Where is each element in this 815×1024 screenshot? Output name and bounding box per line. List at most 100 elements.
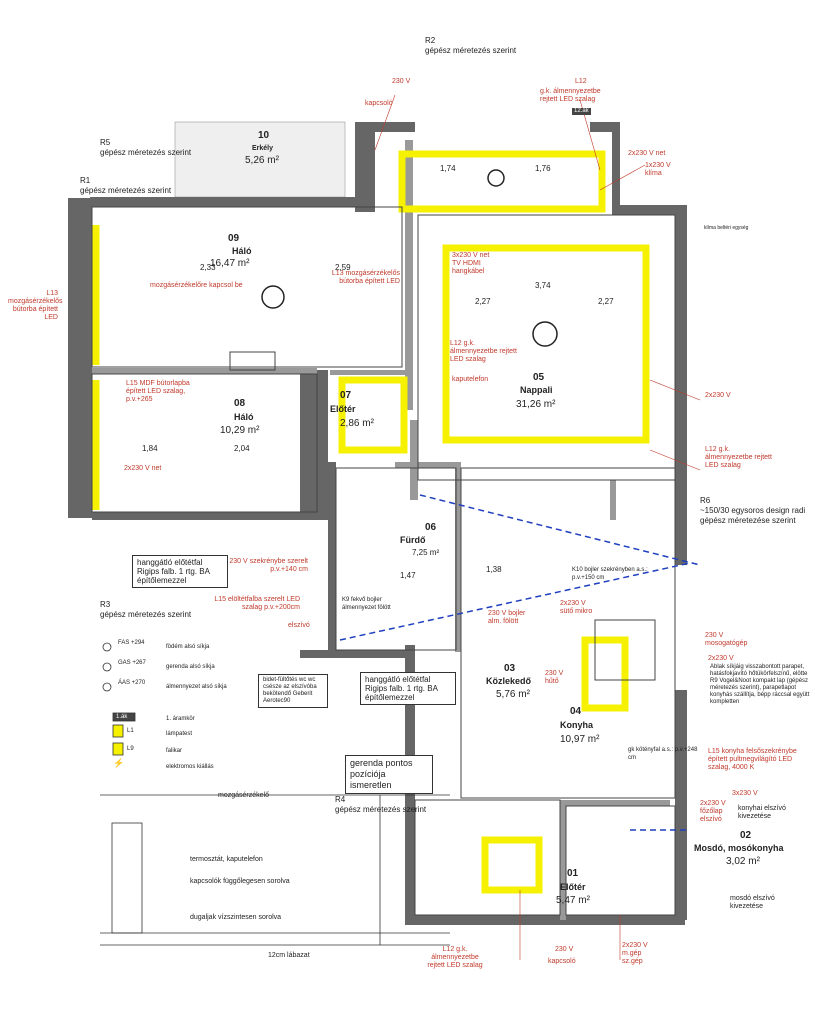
legend-text-5: lámpatest <box>166 731 193 737</box>
dim-label: 2,04 <box>234 444 250 453</box>
vent-lines <box>339 494 701 831</box>
legend-sym-4: 1.ák <box>116 714 128 720</box>
annot-3x230: 3x230 V <box>732 790 758 797</box>
room-number: 06 <box>425 522 437 533</box>
dim-label: 1,76 <box>535 164 551 173</box>
room-name: Erkély <box>252 145 274 152</box>
section-mozgaserzekelo: mozgásérzékelő <box>218 792 269 799</box>
circuit-tag: 12.ák <box>572 108 591 115</box>
interior-partitions <box>92 140 670 920</box>
annot-klima: 1x230 V klíma <box>645 162 671 177</box>
annot-gk-kotenyfal: gk kötényfal a.s.: p.v.+248 cm <box>628 747 698 761</box>
annot-mgep: 2x230 V m.gép sz.gép <box>622 942 648 965</box>
annot-2x230-net: 2x230 V net <box>628 150 666 157</box>
section-dugaljak: dugaljak vízszintesen sorolva <box>190 914 282 921</box>
room-area: 7,25 m² <box>412 548 440 557</box>
room-number: 05 <box>533 372 545 383</box>
room-area: 5,76 m² <box>496 689 530 700</box>
legend-sym-6: L9 <box>127 746 134 752</box>
legend-symbols <box>102 642 136 756</box>
annot-l13-mid: L13 mozgásérzékelős bútorba épített LED <box>331 270 400 285</box>
legend-sym-1: FAS +294 <box>118 640 145 646</box>
dim-label: 1,74 <box>440 164 456 173</box>
balcony-area <box>174 121 346 198</box>
room-name: Nappali <box>520 385 553 395</box>
legend-sym-2: GAS +267 <box>118 660 146 666</box>
room-area: 5,47 m² <box>556 895 590 906</box>
wall-section <box>100 794 450 946</box>
note-gerenda: gerenda pontos pozíciója ismeretlen <box>345 755 433 794</box>
ref-code: R2 <box>425 36 436 45</box>
annot-l12-bottom: L12 g.k. álmennyezetbe rejtett LED szala… <box>427 946 483 969</box>
ref-r3: R3 gépész méretezés szerint <box>100 600 191 620</box>
legend-sym-5: L1 <box>127 728 134 734</box>
annot-ablak: Ablak síkjáig visszabontott parapet, hat… <box>710 664 810 705</box>
ref-r6: R6 ~150/30 egysoros design radi gépész m… <box>700 496 805 526</box>
room-area: 3,02 m² <box>726 856 760 867</box>
legend-text-1: födém alsó síkja <box>166 644 210 650</box>
ref-text: gépész méretezés szerint <box>80 186 172 195</box>
outer-walls <box>68 122 687 925</box>
room-number: 10 <box>258 130 270 141</box>
annot-kapcsolo-bottom: kapcsoló <box>548 958 576 965</box>
ref-text: gépész méretezés szerint <box>425 46 517 55</box>
annot-szekreny-left: 230 V szekrénybe szerelt p.v.+140 cm <box>229 558 308 573</box>
ref-r4: R4 gépész méretezés szerint <box>335 795 426 815</box>
led-strips <box>92 150 650 894</box>
annot-kaputelefon: kaputelefon <box>452 376 489 383</box>
ref-text: gépész méretezés szerint <box>100 148 192 157</box>
room-number: 09 <box>228 233 240 244</box>
room-area: 10,97 m² <box>560 734 600 745</box>
legend-sym-7: ⚡ <box>113 758 125 768</box>
annot-gk-led-top: g.k. álmennyezetbe rejtett LED szalag <box>540 88 601 103</box>
dim-label: 2,27 <box>475 297 491 306</box>
ref-text-2: gépész méretezése szerint <box>700 516 796 525</box>
ref-code: R3 <box>100 600 111 609</box>
note-hangatlo-right: hanggátló előtétfal Rigips falb. 1 rtg. … <box>360 672 456 705</box>
dim-label: 2,27 <box>598 297 614 306</box>
annot-huto: 230 V hűtő <box>545 670 564 685</box>
legend-text-4: 1. áramkör <box>166 716 195 722</box>
room-number: 07 <box>340 390 352 401</box>
annot-k9-bojler: K9 fekvő bojler álmennyezet fölött <box>342 597 391 611</box>
annot-mozgas-kapcsol: mozgásérzékelőre kapcsol be <box>150 282 243 289</box>
room-number: 03 <box>504 663 516 674</box>
light-fixtures <box>261 169 558 347</box>
annot-elszivo: elszívó <box>288 622 310 629</box>
annot-l15-mid: L15 elöltétfalba szerelt LED szalag p.v.… <box>214 596 300 611</box>
annot-l15-konyha: L15 konyha felsőszekrénybe épített pultm… <box>708 748 797 771</box>
ref-r2: R2 gépész méretezés szerint <box>425 36 516 56</box>
annot-l12-right: L12 g.k. álmennyezetbe rejtett LED szala… <box>705 446 772 469</box>
room-name: Háló <box>232 246 252 256</box>
annot-l15-left: L15 MDF bútorlapba épített LED szalag, p… <box>126 380 190 403</box>
legend-text-6: falikar <box>166 748 183 754</box>
room-area: 10,29 m² <box>220 425 260 436</box>
legend-sym-3: ÁAS +270 <box>118 680 146 686</box>
annot-suto: 2x230 V sütő mikro <box>560 600 593 615</box>
ref-text: gépész méretezés szerint <box>335 805 427 814</box>
room-name: Háló <box>234 412 254 422</box>
annot-mosogatogep: 230 V mosogatógép <box>705 632 748 647</box>
room-name: Közlekedő <box>486 676 532 686</box>
annot-l12-mid: L12 g.k. álmennyezetbe rejtett LED szala… <box>450 340 517 363</box>
room-area: 31,26 m² <box>516 399 556 410</box>
room-name: Mosdó, mosókonyha <box>694 843 784 853</box>
annot-mosdo-elszivo: mosdó elszívó kivezetése <box>730 895 775 910</box>
section-termosztat: termosztát, kaputelefon <box>190 856 263 863</box>
dim-label: 3,74 <box>535 281 551 290</box>
annot-fozolap: 2x230 V főzőlap elszívó <box>700 800 726 823</box>
annot-2x230-net-left: 2x230 V net <box>124 465 162 472</box>
annot-230v-top: 230 V <box>392 78 411 85</box>
annot-bojler-felett: 230 V bojler alm. fölött <box>488 610 526 625</box>
annot-konyhai-elszivo: konyhai elszívó kivezetése <box>738 805 786 820</box>
room-number: 04 <box>570 706 582 717</box>
room-area: 16,47 m² <box>210 258 250 269</box>
note-hangatlo-left: hanggátló előtétfal Rigips falb. 1 rtg. … <box>132 555 228 588</box>
ref-text: gépész méretezés szerint <box>100 610 192 619</box>
room-number: 02 <box>740 830 752 841</box>
note-bidet: bidet-fültőtés wc wc csésze az elszívóba… <box>258 674 328 708</box>
room-name: Előtér <box>330 404 356 414</box>
ref-r1: R1 gépész méretezés szerint <box>80 176 171 196</box>
section-labazat: 12cm lábazat <box>268 952 310 959</box>
